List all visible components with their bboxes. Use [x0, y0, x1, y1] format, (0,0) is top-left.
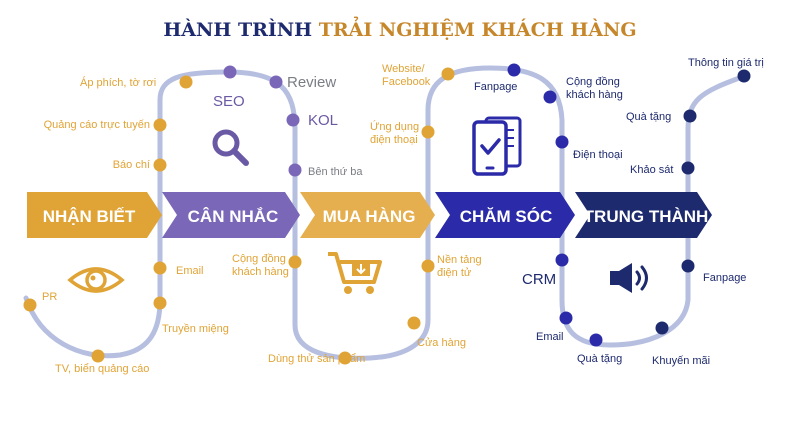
- label-seo: SEO: [213, 93, 245, 110]
- stage-label-consideration: CÂN NHẮC: [188, 207, 279, 226]
- label-review: Review: [287, 74, 336, 91]
- dot-awareness-7: [23, 298, 37, 312]
- dot-purchase-1: [441, 67, 455, 81]
- stage-arrow-consideration: [162, 192, 300, 238]
- eye-icon: [67, 267, 125, 293]
- dot-awareness-4: [153, 261, 167, 275]
- dot-loyalty-2: [681, 259, 695, 273]
- dot-care-3: [555, 135, 569, 149]
- dot-consideration-2: [269, 75, 283, 89]
- dot-awareness-2: [153, 118, 167, 132]
- label-fanpage-loyalty: Fanpage: [703, 272, 746, 284]
- speaker-icon: [610, 263, 648, 293]
- dot-care-2: [543, 90, 557, 104]
- label-kol: KOL: [308, 112, 338, 129]
- mobile-checklist-icon: [472, 116, 522, 176]
- dot-loyalty-1: [655, 321, 669, 335]
- shopping-cart-icon: [328, 252, 382, 294]
- dot-awareness-6: [91, 349, 105, 363]
- touchpoint-dots: [23, 63, 751, 365]
- label-crm: CRM: [522, 271, 556, 288]
- label-phone: Điện thoại: [573, 149, 623, 161]
- magnifier-icon: [212, 129, 249, 166]
- label-gift-loyalty: Quà tặng: [626, 111, 671, 123]
- stage-label-purchase: MUA HÀNG: [323, 207, 416, 226]
- dot-consideration-1: [223, 65, 237, 79]
- label-press: Báo chí: [113, 159, 150, 171]
- dot-consideration-4: [288, 163, 302, 177]
- dot-purchase-4: [407, 316, 421, 330]
- dot-consideration-5: [288, 255, 302, 269]
- label-promotion: Khuyến mãi: [652, 355, 710, 367]
- stage-arrows: [27, 192, 712, 238]
- label-website-facebook: Website/Facebook: [382, 63, 431, 88]
- label-tv-billboard: TV, biển quảng cáo: [55, 363, 149, 375]
- dot-care-4: [555, 253, 569, 267]
- stage-arrow-purchase: [300, 192, 435, 238]
- dot-loyalty-5: [737, 69, 751, 83]
- label-survey: Khảo sát: [630, 164, 673, 176]
- dot-consideration-6: [338, 351, 352, 365]
- stage-label-care: CHĂM SÓC: [460, 207, 553, 226]
- dot-awareness-3: [153, 158, 167, 172]
- dot-loyalty-3: [681, 161, 695, 175]
- stage-label-awareness: NHẬN BIẾT: [43, 207, 136, 226]
- label-fanpage-care: Fanpage: [474, 81, 517, 93]
- label-valuable-info: Thông tin giá trị: [688, 57, 764, 69]
- label-email-care: Email: [536, 331, 564, 343]
- label-pr: PR: [42, 291, 57, 303]
- dot-purchase-2: [421, 125, 435, 139]
- label-store: Cửa hàng: [417, 337, 466, 349]
- dot-loyalty-4: [683, 109, 697, 123]
- stage-arrow-awareness: [27, 192, 162, 238]
- stage-arrow-care: [435, 192, 575, 238]
- dot-care-5: [559, 311, 573, 325]
- dot-consideration-3: [286, 113, 300, 127]
- label-email-awareness: Email: [176, 265, 204, 277]
- label-product-trial: Dùng thử sản phẩm: [268, 353, 365, 365]
- journey-track: [23, 65, 748, 361]
- dot-purchase-3: [421, 259, 435, 273]
- dot-care-1: [507, 63, 521, 77]
- label-posters: Áp phích, tờ rơi: [80, 76, 156, 89]
- label-gift-care: Quà tặng: [577, 353, 622, 365]
- page-title: HÀNH TRÌNH TRẢI NGHIỆM KHÁCH HÀNG: [163, 15, 636, 41]
- label-online-ads: Quảng cáo trực tuyến: [44, 119, 150, 131]
- stage-arrow-loyalty: [575, 192, 712, 238]
- dot-awareness-1: [179, 75, 193, 89]
- dot-care-6: [589, 333, 603, 347]
- stage-label-loyalty: TRUNG THÀNH: [584, 207, 709, 226]
- dot-awareness-5: [153, 296, 167, 310]
- label-word-of-mouth: Truyền miệng: [162, 323, 229, 335]
- label-third-party: Bên thứ ba: [308, 166, 363, 178]
